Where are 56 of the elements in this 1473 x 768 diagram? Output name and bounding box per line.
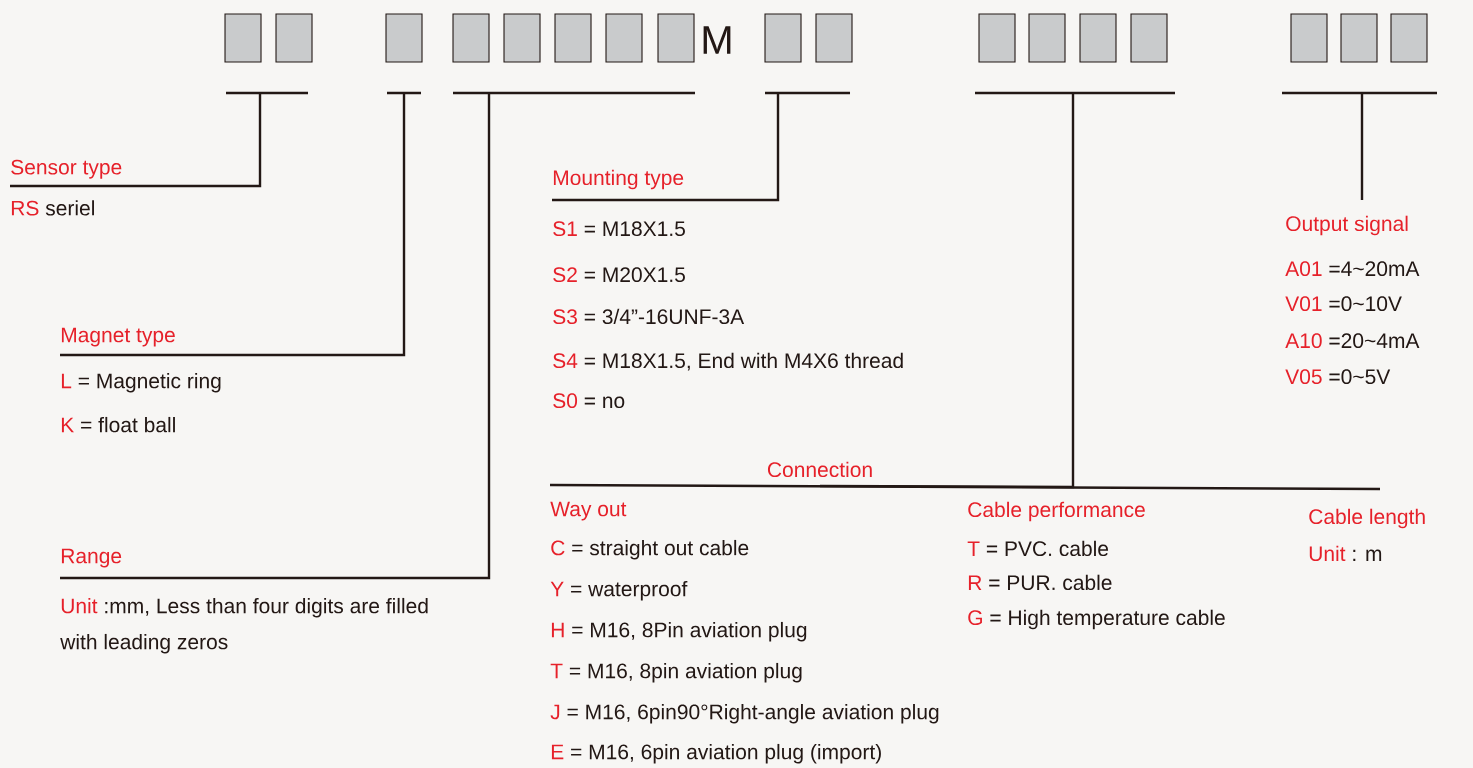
heading: Way out [550, 501, 627, 521]
heading: Connection [767, 461, 872, 478]
heading: Range [61, 548, 122, 568]
code-slot [605, 13, 643, 63]
option-text: A01 =4~20mA [1285, 261, 1420, 277]
code-slot [385, 13, 423, 63]
option-text: V05 =0~5V [1285, 369, 1391, 385]
code-slot [224, 13, 262, 63]
option-text: E = M16, 6pin aviation plug (import) [551, 743, 881, 764]
code-slot [554, 13, 592, 63]
code-slot [275, 13, 313, 63]
code-letter: M [703, 26, 731, 54]
option-text: K = float ball [61, 416, 175, 433]
option-text: Unit : m [1309, 545, 1382, 562]
option-text: L = Magnetic ring [61, 372, 221, 393]
code-slot [503, 13, 541, 63]
option-text: A10 =20~4mA [1285, 333, 1420, 349]
code-slot [815, 13, 853, 63]
code-slot [1390, 13, 1428, 63]
option-text: T = PVC. cable [967, 540, 1109, 557]
option-text: S3 = 3/4”-16UNF-3A [553, 308, 745, 325]
leader-line [58, 91, 697, 580]
leader-line [58, 91, 423, 357]
option-text: Unit :mm, Less than four digits are filled with leading zeros [60, 597, 428, 654]
code-slot [764, 13, 802, 63]
code-slot [1028, 13, 1066, 63]
option-text: V01 =0~10V [1285, 296, 1402, 312]
code-slot [1079, 13, 1117, 63]
heading: Cable performance [968, 501, 1145, 522]
leader-line [8, 91, 310, 188]
option-text: T = M16, 8pin aviation plug [550, 662, 802, 683]
leader-line [818, 91, 1177, 489]
code-slot [657, 13, 695, 63]
code-slot [452, 13, 490, 63]
option-text: Y = waterproof [550, 580, 688, 601]
option-text: C = straight out cable [551, 539, 749, 560]
option-text: J = M16, 6pin90°Right-angle aviation plug [550, 703, 939, 724]
code-slot [1340, 13, 1378, 63]
option-text: S2 = M20X1.5 [553, 267, 685, 283]
option-text: R = PUR. cable [968, 574, 1112, 591]
option-text: S4 = M18X1.5, End with M4X6 thread [553, 352, 903, 371]
heading: Magnet type [61, 327, 175, 347]
leader-line [550, 91, 852, 202]
code-slot [1130, 13, 1168, 63]
option-text: G = High temperature cable [968, 609, 1225, 630]
code-slot [978, 13, 1016, 63]
leader-line [1280, 91, 1439, 202]
option-text: S0 = no [553, 393, 625, 409]
heading: Cable length [1309, 508, 1425, 529]
heading: Output signal [1286, 215, 1408, 236]
option-text: RS seriel [11, 200, 94, 216]
heading: Sensor type [11, 159, 122, 179]
option-text: S1 = M18X1.5 [553, 221, 685, 237]
option-text: H = M16, 8Pin aviation plug [551, 621, 807, 642]
code-slot [1290, 13, 1328, 63]
heading: Mounting type [553, 169, 684, 190]
